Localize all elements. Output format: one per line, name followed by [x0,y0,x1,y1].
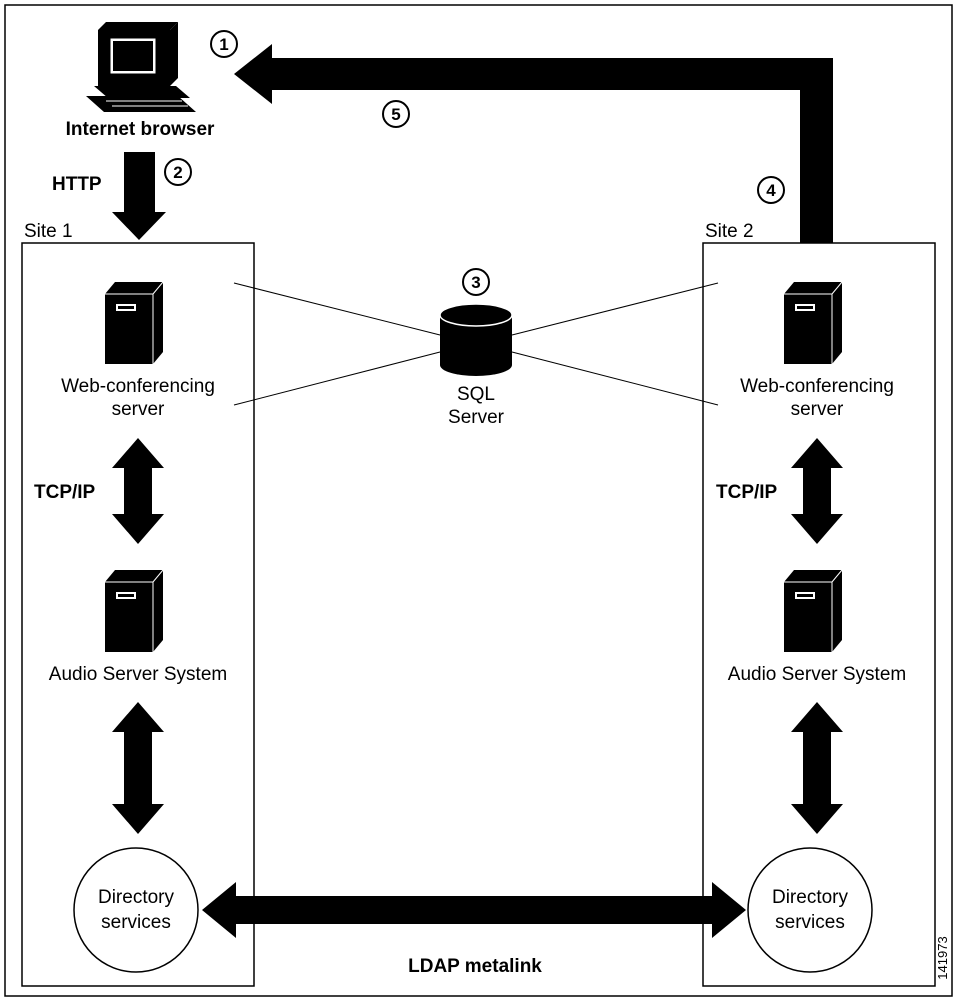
step-4-marker: 4 [757,176,785,204]
directory-services-node [747,847,873,973]
audio-server-icon [783,569,843,653]
audio-server-label: Audio Server System [49,664,227,685]
site-1-box [21,242,255,987]
site-1-label: Site 1 [24,221,73,242]
web-server-label-1: Web-conferencing [740,376,894,397]
svg-text:1: 1 [219,35,228,54]
step-1-marker: 1 [210,30,238,58]
database-label-1: SQL [457,384,495,405]
figure-id: 141973 [935,936,950,979]
step-3-marker: 3 [462,268,490,296]
database-icon [439,303,513,376]
figure-frame [4,4,953,997]
svg-text:5: 5 [391,105,400,124]
database-label-2: Server [448,407,505,428]
svg-text:2: 2 [173,163,182,182]
ldap-label: LDAP metalink [408,956,542,977]
web-server-icon [783,281,843,365]
web-server-label-1: Web-conferencing [61,376,215,397]
return-arrow [234,44,833,243]
http-label: HTTP [52,174,102,195]
audio-server-icon [104,569,164,653]
sql-connection-lines [233,282,719,406]
step-2-marker: 2 [164,158,192,186]
tcpip-arrow [112,438,164,544]
tcpip-arrow [791,438,843,544]
directory-label-1: Directory [98,887,175,908]
http-arrow [112,152,166,240]
browser-label: Internet browser [66,119,215,140]
web-server-label-2: server [791,399,844,420]
audio-server-label: Audio Server System [728,664,906,685]
directory-label-1: Directory [772,887,849,908]
site-2-label: Site 2 [705,221,754,242]
computer-icon [86,22,196,112]
tcpip-label: TCP/IP [34,482,96,503]
step-5-marker: 5 [382,100,410,128]
svg-text:3: 3 [471,273,480,292]
ldap-arrow [202,882,746,938]
web-server-icon [104,281,164,365]
tcpip-label: TCP/IP [716,482,778,503]
directory-label-2: services [101,912,171,933]
directory-services-node [73,847,199,973]
audio-directory-arrow [791,702,843,834]
audio-directory-arrow [112,702,164,834]
svg-text:4: 4 [766,181,776,200]
web-server-label-2: server [112,399,165,420]
directory-label-2: services [775,912,845,933]
